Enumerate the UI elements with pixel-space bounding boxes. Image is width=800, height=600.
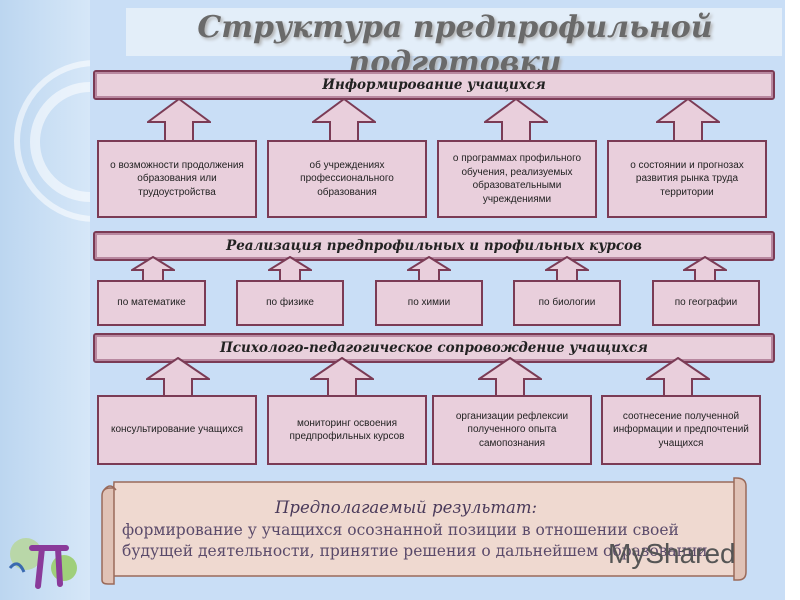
course-box-biology: по биологии <box>513 280 621 326</box>
info-box-continuation: о возможности продолжения образования ил… <box>97 140 257 218</box>
info-box-institutions: об учреждениях профессионального образов… <box>267 140 427 218</box>
band-informing: Информирование учащихся <box>93 70 775 100</box>
up-arrow-icon <box>656 98 720 144</box>
support-box-consulting: консультирование учащихся <box>97 395 257 465</box>
course-box-physics: по физике <box>236 280 344 326</box>
up-arrow-icon <box>646 357 710 399</box>
course-box-geography: по географии <box>652 280 760 326</box>
up-arrow-icon <box>147 98 211 144</box>
course-box-math: по математике <box>97 280 206 326</box>
support-box-preferences: соотнесение полученной информации и пред… <box>601 395 761 465</box>
up-arrow-icon <box>484 98 548 144</box>
up-arrow-icon <box>146 357 210 399</box>
result-heading: Предполагаемый результат: <box>275 498 538 517</box>
title-background <box>126 8 782 56</box>
band-support: Психолого-педагогическое сопровождение у… <box>93 333 775 363</box>
support-box-monitoring: мониторинг освоения предпрофильных курсо… <box>267 395 427 465</box>
course-box-chemistry: по химии <box>375 280 483 326</box>
up-arrow-icon <box>312 98 376 144</box>
result-body: формирование у учащихся осознанной позиц… <box>122 520 708 561</box>
result-scroll-banner <box>101 477 747 585</box>
info-box-programs: о программах профильного обучения, реали… <box>437 140 597 218</box>
support-box-reflection: организации рефлексии полученного опыта … <box>432 395 592 465</box>
up-arrow-icon <box>310 357 374 399</box>
result-text: Предполагаемый результат: формирование у… <box>120 497 740 563</box>
pi-logo-icon <box>8 538 77 589</box>
up-arrow-icon <box>478 357 542 399</box>
info-box-labor-market: о состоянии и прогнозах развития рынка т… <box>607 140 767 218</box>
watermark-text: MyShared <box>608 538 736 569</box>
